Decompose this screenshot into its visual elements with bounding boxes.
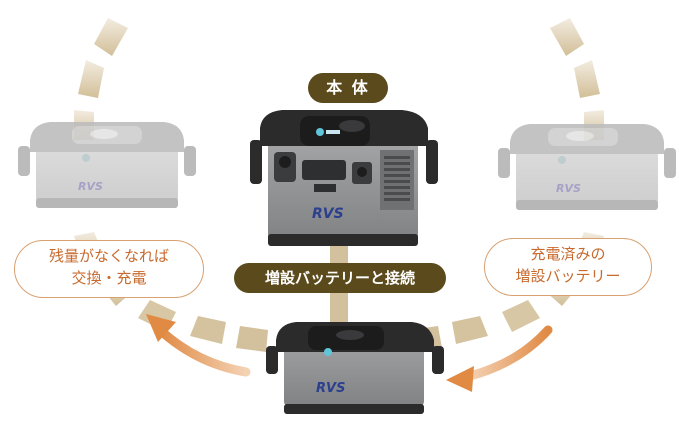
connect-label: 増設バッテリーと接続 (234, 263, 446, 293)
charged-line-1: 充電済みの (530, 245, 606, 263)
charged-line-2: 増設バッテリー (515, 267, 621, 285)
main-unit-label: 本 体 (308, 73, 388, 103)
swap-line-1: 残量がなくなれば (48, 247, 169, 265)
extension-battery-unit (266, 322, 444, 414)
main-power-station (250, 110, 438, 246)
logo-right: RVS (556, 182, 581, 195)
swap-line-2: 交換・充電 (71, 269, 147, 287)
charged-battery-bubble: 充電済みの 増設バッテリー (484, 238, 652, 296)
logo-extension: RVS (316, 381, 345, 396)
logo-left: RVS (78, 180, 103, 193)
charged-battery-unit (498, 124, 676, 210)
logo-main: RVS (312, 206, 344, 222)
cycle-arrow-right-icon (446, 325, 553, 392)
cycle-arrow-left-icon (146, 314, 251, 377)
depleted-battery-unit (18, 122, 196, 208)
swap-charge-bubble: 残量がなくなれば 交換・充電 (14, 240, 204, 298)
